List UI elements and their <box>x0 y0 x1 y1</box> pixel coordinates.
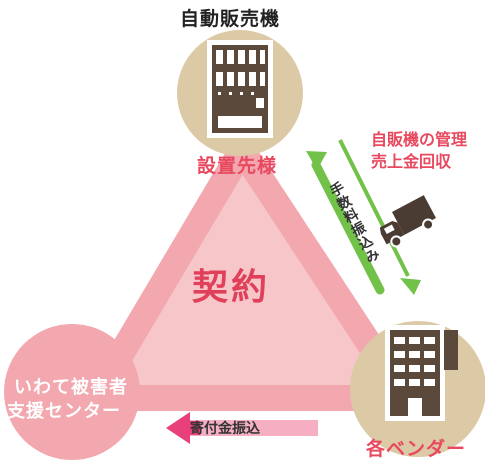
vending-machine-title: 自動販売機 <box>180 8 281 30</box>
installer-label: 設置先様 <box>197 155 278 177</box>
vendor-management-label-line1: 自販機の管理 <box>371 130 468 149</box>
donation-transfer-label: 寄付金振込 <box>190 421 260 437</box>
support-center-node-circle <box>4 324 140 460</box>
support-center-label-line1: いわて被害者 <box>14 377 128 398</box>
contract-label: 契約 <box>192 267 271 308</box>
building-icon <box>385 325 458 421</box>
vendors-label: 各ベンダー <box>366 438 467 460</box>
commission-arrow <box>306 151 385 295</box>
vending-machine-icon <box>207 40 273 138</box>
management-arrow <box>338 139 421 295</box>
donation-arrow <box>166 412 318 444</box>
truck-icon <box>379 195 436 248</box>
support-center-label-line2: 支援センター <box>7 401 121 422</box>
vendor-management-label-line2: 売上金回収 <box>371 152 452 171</box>
contract-triangle <box>82 137 418 411</box>
